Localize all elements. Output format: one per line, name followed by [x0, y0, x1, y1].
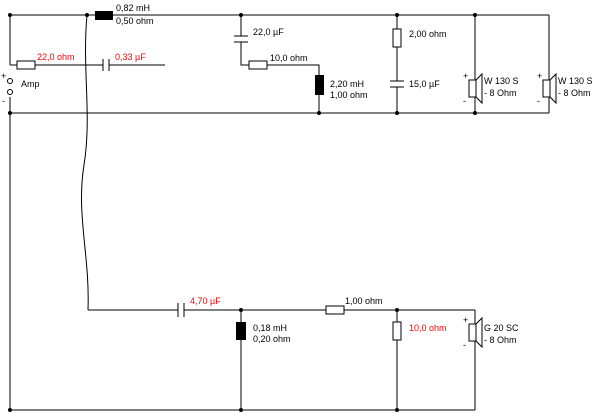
- junction-dot: [473, 111, 477, 115]
- inductor-2-20mh-inductance: 2,20 mH: [330, 79, 364, 89]
- resistor-2ohm-value: 2,00 ohm: [409, 29, 447, 39]
- tweeter-capacitor: [177, 303, 185, 317]
- speaker-1-impedance: - 8 Ohm: [484, 88, 517, 98]
- junction-dot: [8, 111, 12, 115]
- junction-dot: [8, 13, 12, 17]
- speaker-3-name: G 20 SC: [484, 323, 519, 333]
- cap22-branch-wire: [240, 15, 320, 113]
- tweeter-series-resistor: [325, 305, 345, 315]
- tweeter-inductor: [236, 322, 246, 340]
- junction-dot: [317, 111, 321, 115]
- amp-label: Amp: [21, 79, 40, 89]
- tweeter-capacitor-value: 4,70 µF: [190, 296, 221, 306]
- amp-terminals: + - Amp: [1, 71, 40, 106]
- tweeter-inductor-resistance: 0,20 ohm: [253, 334, 291, 344]
- cap-15uf: [390, 80, 404, 88]
- cap-22uf-value: 22,0 µF: [253, 27, 284, 37]
- resistor-10ohm: [248, 60, 268, 70]
- junction-dot: [395, 111, 399, 115]
- tweeter-series-resistor-value: 1,00 ohm: [345, 296, 383, 306]
- junction-dot: [395, 13, 399, 17]
- junction-dot: [395, 308, 399, 312]
- amp-minus-sign: -: [2, 96, 5, 106]
- input-capacitor-value: 0,33 µF: [115, 52, 146, 62]
- junction-dot: [239, 408, 243, 412]
- speaker-1-minus: -: [463, 96, 466, 106]
- tweeter-section: 4,70 µF 1,00 ohm 0,18 mH 0,20 ohm 10,0 o…: [177, 296, 447, 344]
- junction-dot: [85, 13, 89, 17]
- series-inductor: [95, 11, 113, 20]
- woofer-section: 0,82 mH 0,50 ohm 22,0 µF 10,0 ohm 2,20 m…: [95, 3, 447, 100]
- speaker-2-magnet: [542, 79, 551, 98]
- inductor-2-20mh-resistance: 1,00 ohm: [330, 90, 368, 100]
- tweeter-inductor-inductance: 0,18 mH: [253, 323, 287, 333]
- resistor-2ohm: [392, 28, 402, 48]
- speaker-2-plus: +: [537, 71, 542, 81]
- speaker-3-magnet: [468, 323, 477, 342]
- junction-dot: [473, 13, 477, 17]
- input-resistor-value: 22,0 ohm: [37, 52, 75, 62]
- speaker-1-plus: +: [463, 71, 468, 81]
- tweeter-shunt-resistor: [392, 321, 402, 341]
- speaker-3-plus: +: [463, 315, 468, 325]
- speaker-2-minus: -: [537, 96, 540, 106]
- speaker-3-minus: -: [463, 340, 466, 350]
- junction-dot: [239, 308, 243, 312]
- speaker-3: + - G 20 SC - 8 Ohm: [463, 315, 519, 350]
- speaker-2-cone: [549, 72, 557, 105]
- speaker-3-cone: [475, 316, 483, 349]
- inductor-2-20mh: [315, 75, 324, 95]
- amp-plus-sign: +: [1, 71, 6, 81]
- speaker-2-name: W 130 S: [558, 76, 593, 86]
- cap-15uf-value: 15,0 µF: [409, 79, 440, 89]
- speaker-1-magnet: [468, 79, 477, 98]
- input-capacitor: [102, 59, 110, 71]
- tweeter-feed-wire: [81, 14, 89, 311]
- cap-22uf: [234, 35, 248, 43]
- resistor-10ohm-value: 10,0 ohm: [270, 53, 308, 63]
- speaker-1-cone: [475, 72, 483, 105]
- tweeter-shunt-resistor-value: 10,0 ohm: [409, 323, 447, 333]
- speaker-2: + - W 130 S - 8 Ohm: [537, 71, 593, 106]
- amp-terminal-plus: [7, 78, 13, 84]
- junction-dot: [239, 13, 243, 17]
- speaker-3-impedance: - 8 Ohm: [484, 335, 517, 345]
- input-resistor: [16, 60, 36, 70]
- amp-terminal-minus: [7, 89, 13, 95]
- speaker-1: + - W 130 S - 8 Ohm: [463, 71, 519, 106]
- speaker-2-impedance: - 8 Ohm: [558, 88, 591, 98]
- speaker-1-name: W 130 S: [484, 76, 519, 86]
- junction-dot: [395, 408, 399, 412]
- input-network: 22,0 ohm 0,33 µF: [16, 52, 146, 71]
- junction-dots: [8, 13, 477, 412]
- series-inductor-resistance: 0,50 ohm: [116, 16, 154, 26]
- series-inductor-inductance: 0,82 mH: [116, 3, 150, 13]
- junction-dot: [8, 408, 12, 412]
